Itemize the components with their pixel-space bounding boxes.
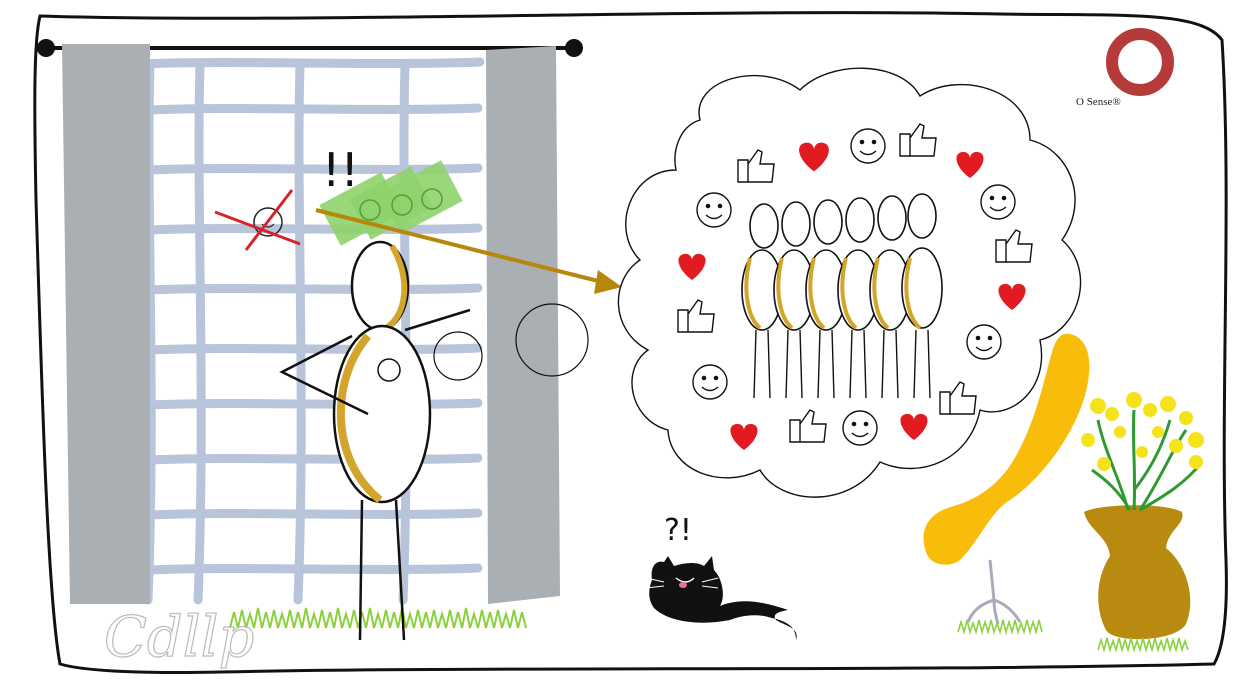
- thumbs-up-icon: [737, 149, 775, 183]
- stick-person: [279, 240, 471, 641]
- heart-icon: [799, 142, 829, 172]
- curtain-right: [486, 46, 560, 604]
- smiley-icons: [692, 128, 1016, 446]
- smiley-icon: [696, 192, 732, 228]
- window-grid: [135, 57, 485, 605]
- logo-ring-icon: [1106, 28, 1174, 96]
- thumbs-up-icons: [677, 123, 1033, 443]
- heart-icon: [900, 413, 928, 440]
- thumbs-up-icon: [899, 123, 937, 157]
- cat-question-exclamation: ?!: [664, 513, 692, 548]
- money-bills: [319, 160, 463, 246]
- crossed-smiley: [214, 189, 301, 251]
- curtain-left: [62, 44, 150, 604]
- smiley-icon: [842, 410, 878, 446]
- heart-icons: [678, 142, 1026, 450]
- black-cat: [645, 556, 797, 640]
- crowd-legs: [753, 329, 931, 399]
- arrow: [315, 208, 622, 294]
- heart-icon: [678, 253, 706, 280]
- thumbs-up-icon: [677, 299, 715, 333]
- outer-frame: [33, 11, 1228, 675]
- smiley-icon: [966, 324, 1002, 360]
- yellow-chair: [923, 333, 1090, 636]
- crowd-gold-accents: [744, 257, 922, 330]
- rod-end-right: [565, 39, 583, 57]
- thumbs-up-icon: [995, 229, 1033, 263]
- heart-icon: [956, 151, 984, 178]
- grass-vase: [1097, 637, 1189, 654]
- crowd: [741, 193, 943, 331]
- thumbs-up-icon: [939, 381, 977, 415]
- thought-circle-small: [433, 331, 483, 381]
- logo-text: O Sense®: [1076, 96, 1121, 108]
- thumbs-up-icon: [789, 409, 827, 443]
- heart-icon: [730, 423, 758, 450]
- smiley-icon: [980, 184, 1016, 220]
- thought-circle-medium: [515, 303, 589, 377]
- heart-icon: [998, 283, 1026, 310]
- smiley-icon: [692, 364, 728, 400]
- rod-end-left: [37, 39, 55, 57]
- grass-chair: [957, 619, 1043, 636]
- artist-signature: Cdllp: [104, 605, 254, 670]
- smiley-icon: [850, 128, 886, 164]
- flower-vase: [1081, 392, 1204, 654]
- grass-window: [229, 607, 527, 629]
